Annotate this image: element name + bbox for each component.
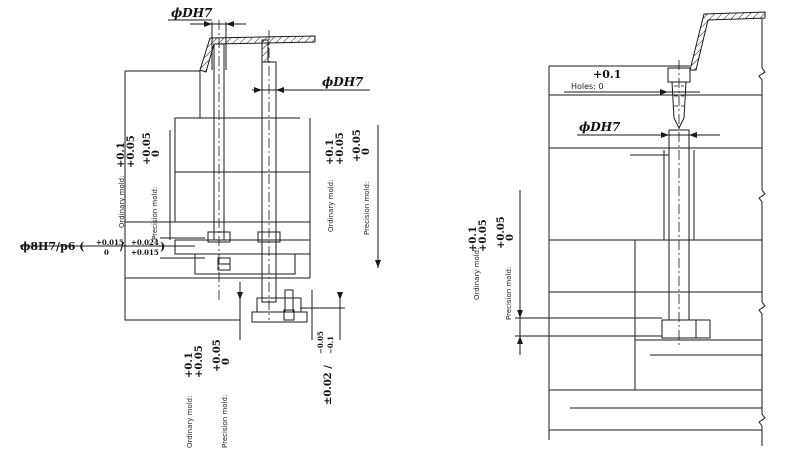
- right-tol: +0.1 +0.05 Ordinary mold: +0.05 0 Precis…: [468, 216, 516, 320]
- right-tol-prec-lower: 0: [505, 234, 516, 241]
- right-tol-ord-upper: +0.1: [468, 226, 479, 252]
- left-top-dim-arrow-2: [226, 21, 234, 27]
- right-frame-right-wavy: [758, 18, 766, 446]
- left-tol-c-ord-upper: +0.1: [184, 352, 195, 378]
- left-tol-a-prec-lower: 0: [151, 150, 162, 157]
- left-pm-upper: −0.05: [316, 331, 325, 354]
- right-dia-label: ϕDH7: [579, 120, 621, 134]
- right-tol-arrow-1: [517, 310, 523, 318]
- right-tol-ord-label: Ordinary mold:: [473, 248, 481, 300]
- left-fit-shaft-lower: +0.015: [131, 248, 159, 257]
- right-tol-prec-label: Precision mold:: [505, 267, 513, 320]
- left-small-pin: [284, 289, 294, 313]
- left-tol-a-ord-lower: +0.05: [126, 135, 137, 168]
- left-tol-b-prec-upper: +0.05: [352, 129, 363, 162]
- left-tol-b-prec-lower: 0: [361, 148, 372, 155]
- left-bottom-arrow-2: [337, 292, 343, 300]
- right-dia-arrow-1: [661, 132, 669, 138]
- right-dia-arrow-2: [689, 132, 697, 138]
- left-tol-a-prec-upper: +0.05: [142, 132, 153, 165]
- left-lower-base: [251, 311, 308, 323]
- left-tol-b-prec-label: Precision mold:: [363, 182, 371, 235]
- left-fit-close: ): [160, 240, 165, 253]
- right-tol-arrow-2: [517, 336, 523, 344]
- left-pin-2-head: [257, 231, 281, 243]
- left-fit-hole-lower: 0: [104, 248, 109, 257]
- left-tol-a: +0.1 +0.05 Ordinary mold: +0.05 0 Precis…: [116, 130, 171, 240]
- left-ejector-plate: [174, 239, 311, 255]
- left-pm-lower: −0.1: [326, 336, 335, 354]
- left-fit-slash: /: [120, 240, 125, 253]
- right-tol-ord-lower: +0.05: [478, 219, 489, 252]
- left-right-dim-label: ϕDH7: [322, 75, 364, 89]
- left-top-dim-arrow-1: [204, 21, 212, 27]
- left-fit-label: ϕ8H7/p6 (: [20, 240, 84, 253]
- left-bottom-arrow-1: [237, 292, 243, 300]
- left-tol-c-ord-label: Ordinary mold:: [186, 396, 194, 448]
- left-tol-c-ord-lower: +0.05: [194, 345, 205, 378]
- right-tol-prec-upper: +0.05: [496, 216, 507, 249]
- left-tol-c-prec-upper: +0.05: [212, 339, 223, 372]
- left-tol-c: +0.1 +0.05 Ordinary mold: +0.05 0 Precis…: [184, 339, 232, 448]
- left-tol-b-ord-label: Ordinary mold:: [327, 180, 335, 232]
- left-right-dim-arrow-2: [276, 87, 284, 93]
- right-top-tol-value: +0.1: [593, 68, 621, 81]
- left-top-dim-label: ϕDH7: [171, 6, 213, 20]
- left-tol-c-prec-label: Precision mold:: [221, 395, 229, 448]
- left-tol-b-ord-lower: +0.05: [335, 132, 346, 165]
- left-tol-a-prec-label: Precision mold:: [151, 187, 159, 240]
- left-tol-b-ord-upper: +0.1: [325, 139, 336, 165]
- right-drawing: +0.1 Holes: 0 ϕDH7 +0.1 +0.05 Ordinary m…: [468, 11, 766, 446]
- left-right-dim-arrow-1: [254, 87, 262, 93]
- left-pm-dim: ±0.02 / −0.05 −0.1: [316, 331, 335, 405]
- right-top-tol-arrow: [660, 89, 668, 95]
- left-tol-a-ord-label: Ordinary mold:: [118, 176, 126, 228]
- left-tol-c-prec-lower: 0: [221, 358, 232, 365]
- left-pm-prefix: ±0.02 /: [323, 365, 334, 405]
- left-tol-b: +0.1 +0.05 Ordinary mold: +0.05 0 Precis…: [325, 125, 381, 268]
- left-tol-b-arrow: [375, 260, 381, 268]
- left-small-pin-head: [283, 309, 295, 321]
- right-holes-label: Holes: 0: [571, 82, 604, 91]
- right-top-hatch: [689, 11, 766, 71]
- left-fit-hole-upper: +0.015: [96, 238, 124, 247]
- left-ejector-retainer: [194, 253, 296, 275]
- left-plate-outline: [124, 70, 240, 321]
- left-pin-2-hatch: [261, 39, 269, 63]
- right-pin-head-side: [695, 319, 711, 339]
- left-tol-a-ord-upper: +0.1: [116, 142, 127, 168]
- left-top-plate-hatch: [199, 35, 316, 73]
- left-pin-1-head: [207, 231, 231, 243]
- left-fit-shaft-upper: +0.024: [131, 238, 159, 247]
- left-drawing: ϕDH7 ϕDH7 ϕ8H7/p6 ( +0.015 0 / +0.024 +0…: [20, 6, 381, 448]
